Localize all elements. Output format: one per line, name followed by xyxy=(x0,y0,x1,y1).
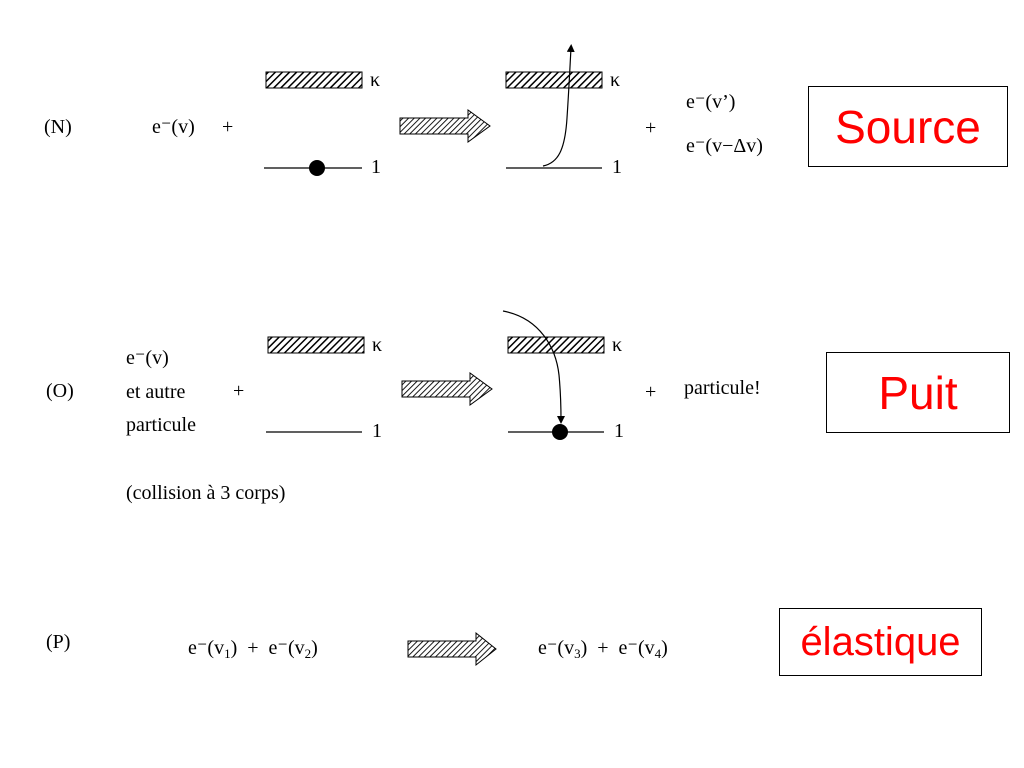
ionization-path xyxy=(542,44,575,167)
continuum-band xyxy=(505,71,603,89)
electron-dot xyxy=(552,424,568,440)
process-box-elastique: élastique xyxy=(779,608,982,676)
product-text: particule! xyxy=(684,377,761,399)
row-label: (N) xyxy=(44,116,72,138)
product-text: e⁻(v’) xyxy=(686,91,736,113)
reaction-arrow xyxy=(401,372,493,406)
reactant-line: et autre xyxy=(126,381,186,403)
plus-sign: + xyxy=(233,380,245,402)
reaction-arrow xyxy=(407,631,497,667)
box-label: Puit xyxy=(878,366,958,419)
box-label: Source xyxy=(835,100,981,153)
plus-sign: + xyxy=(645,117,657,139)
equation-right: e⁻(v3) + e⁻(v4) xyxy=(538,637,668,661)
row-label: (O) xyxy=(46,380,74,402)
reaction-arrow xyxy=(399,109,491,143)
product-text: e⁻(v−Δv) xyxy=(686,135,763,157)
recombination-path xyxy=(502,310,565,424)
equation-left: e⁻(v1) + e⁻(v2) xyxy=(188,637,318,661)
box-label: élastique xyxy=(800,619,961,664)
level-label: 1 xyxy=(371,156,381,178)
reactant-text: e⁻(v) xyxy=(152,116,195,138)
reactant-line: particule xyxy=(126,414,196,436)
continuum-band xyxy=(265,71,363,89)
level-label: 1 xyxy=(372,420,382,442)
kappa-label: κ xyxy=(372,334,383,356)
kappa-label: κ xyxy=(610,69,621,91)
continuum-band xyxy=(507,336,605,354)
level-label: 1 xyxy=(612,156,622,178)
electron-dot xyxy=(309,160,325,176)
kappa-label: κ xyxy=(612,334,623,356)
continuum-band xyxy=(267,336,365,354)
row-label: (P) xyxy=(46,631,71,653)
process-box-puit: Puit xyxy=(826,352,1010,433)
kappa-label: κ xyxy=(370,69,381,91)
plus-sign: + xyxy=(222,116,234,138)
plus-sign: + xyxy=(645,381,657,403)
level-label: 1 xyxy=(614,420,624,442)
reactant-line: e⁻(v) xyxy=(126,347,169,369)
process-box-source: Source xyxy=(808,86,1008,167)
collision-note: (collision à 3 corps) xyxy=(126,482,286,504)
